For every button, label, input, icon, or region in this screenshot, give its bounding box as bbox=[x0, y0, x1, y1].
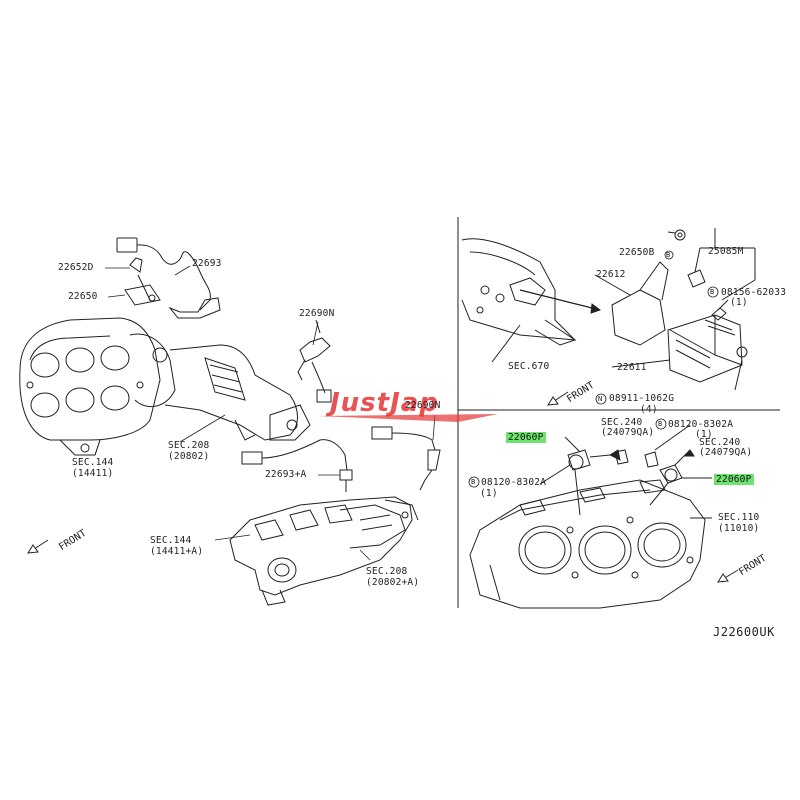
section-sec208-lower: SEC.208 bbox=[366, 566, 408, 577]
leader-lines-left bbox=[94, 265, 436, 561]
front-arrow-bottom-right bbox=[717, 569, 739, 583]
circle-b-08120-left: B bbox=[471, 478, 476, 486]
circled-b-markers bbox=[468, 250, 719, 488]
section-sec208-lower-sub: (20802+A) bbox=[366, 577, 420, 588]
part-qty-08156: (1) bbox=[730, 297, 748, 308]
circle-b-08120-right: B bbox=[658, 420, 663, 428]
watermark-logo: JustJap bbox=[330, 388, 439, 418]
front-arrow-top-right bbox=[547, 391, 569, 406]
install-arrow bbox=[519, 289, 602, 314]
part-label-22693: 22693 bbox=[192, 258, 222, 269]
section-sec144-lower-sub: (14411+A) bbox=[150, 546, 204, 557]
part-label-08120-8302A-right: 08120-8302A bbox=[668, 419, 734, 430]
part-label-22650: 22650 bbox=[68, 291, 98, 302]
oxygen-sensor-22690N-lower bbox=[371, 426, 441, 491]
manifold-assembly-front bbox=[19, 317, 311, 456]
section-sec240-right: SEC.240 bbox=[699, 437, 741, 448]
sensor-harness-22693A bbox=[241, 439, 353, 492]
section-sec144-upper-sub: (14411) bbox=[72, 468, 114, 479]
section-sec144-upper: SEC.144 bbox=[72, 457, 114, 468]
knock-sensor-left bbox=[539, 436, 629, 516]
part-label-22693A: 22693+A bbox=[265, 469, 307, 480]
ecm-bracket-22612 bbox=[594, 261, 669, 346]
part-label-22650B: 22650B bbox=[619, 247, 655, 258]
cylinder-block-sec110 bbox=[469, 479, 712, 609]
circle-b-22650B: B bbox=[666, 251, 671, 259]
part-label-22060P-left: 22060P bbox=[506, 432, 546, 443]
oxygen-sensor-22690N-upper bbox=[297, 319, 332, 403]
section-sec670: SEC.670 bbox=[508, 361, 550, 372]
dash-panel-sec670 bbox=[461, 238, 577, 363]
part-label-08911-1062G: 08911-1062G bbox=[609, 393, 675, 404]
highlight-22060P-left: 22060P bbox=[506, 432, 546, 443]
part-label-22060P-right: 22060P bbox=[714, 474, 754, 485]
watermark-swoosh bbox=[318, 414, 498, 422]
part-label-22652D: 22652D bbox=[58, 262, 94, 273]
highlight-22060P-right: 22060P bbox=[714, 474, 754, 485]
knock-sensor-right bbox=[644, 424, 712, 506]
part-qty-08911: (4) bbox=[640, 404, 658, 415]
sensor-harness-22693 bbox=[116, 237, 221, 319]
part-label-22612: 22612 bbox=[596, 269, 626, 280]
front-arrow-left bbox=[27, 539, 49, 554]
diagram-code: J22600UK bbox=[713, 625, 775, 639]
part-label-22690N-lower: 22690N bbox=[405, 400, 441, 411]
circle-b-08156: B bbox=[710, 288, 715, 296]
section-sec110: SEC.110 bbox=[718, 512, 760, 523]
small-parts-top-right bbox=[667, 228, 756, 391]
part-label-08120-8302A-left: 08120-8302A bbox=[481, 477, 547, 488]
part-qty-08120-right: (1) bbox=[695, 429, 713, 440]
part-label-22690N-upper: 22690N bbox=[299, 308, 335, 319]
section-sec144-lower: SEC.144 bbox=[150, 535, 192, 546]
panel-dividers bbox=[457, 217, 780, 608]
part-label-25085M: 25085M bbox=[708, 246, 744, 257]
manifold-assembly-rear bbox=[229, 496, 419, 606]
part-label-08156-62033: 08156-62033 bbox=[721, 287, 787, 298]
section-sec208-upper-sub: (20802) bbox=[168, 451, 210, 462]
part-label-22611: 22611 bbox=[617, 362, 647, 373]
section-sec240-left-sub: (24079QA) bbox=[601, 427, 655, 438]
part-qty-08120-left: (1) bbox=[480, 488, 498, 499]
ecm-unit-22611 bbox=[611, 314, 743, 383]
section-sec240-left: SEC.240 bbox=[601, 417, 643, 428]
section-sec110-sub: (11010) bbox=[718, 523, 760, 534]
circle-n-08911: N bbox=[598, 395, 603, 403]
section-sec208-upper: SEC.208 bbox=[168, 440, 210, 451]
section-sec240-right-sub: (24079QA) bbox=[699, 447, 753, 458]
